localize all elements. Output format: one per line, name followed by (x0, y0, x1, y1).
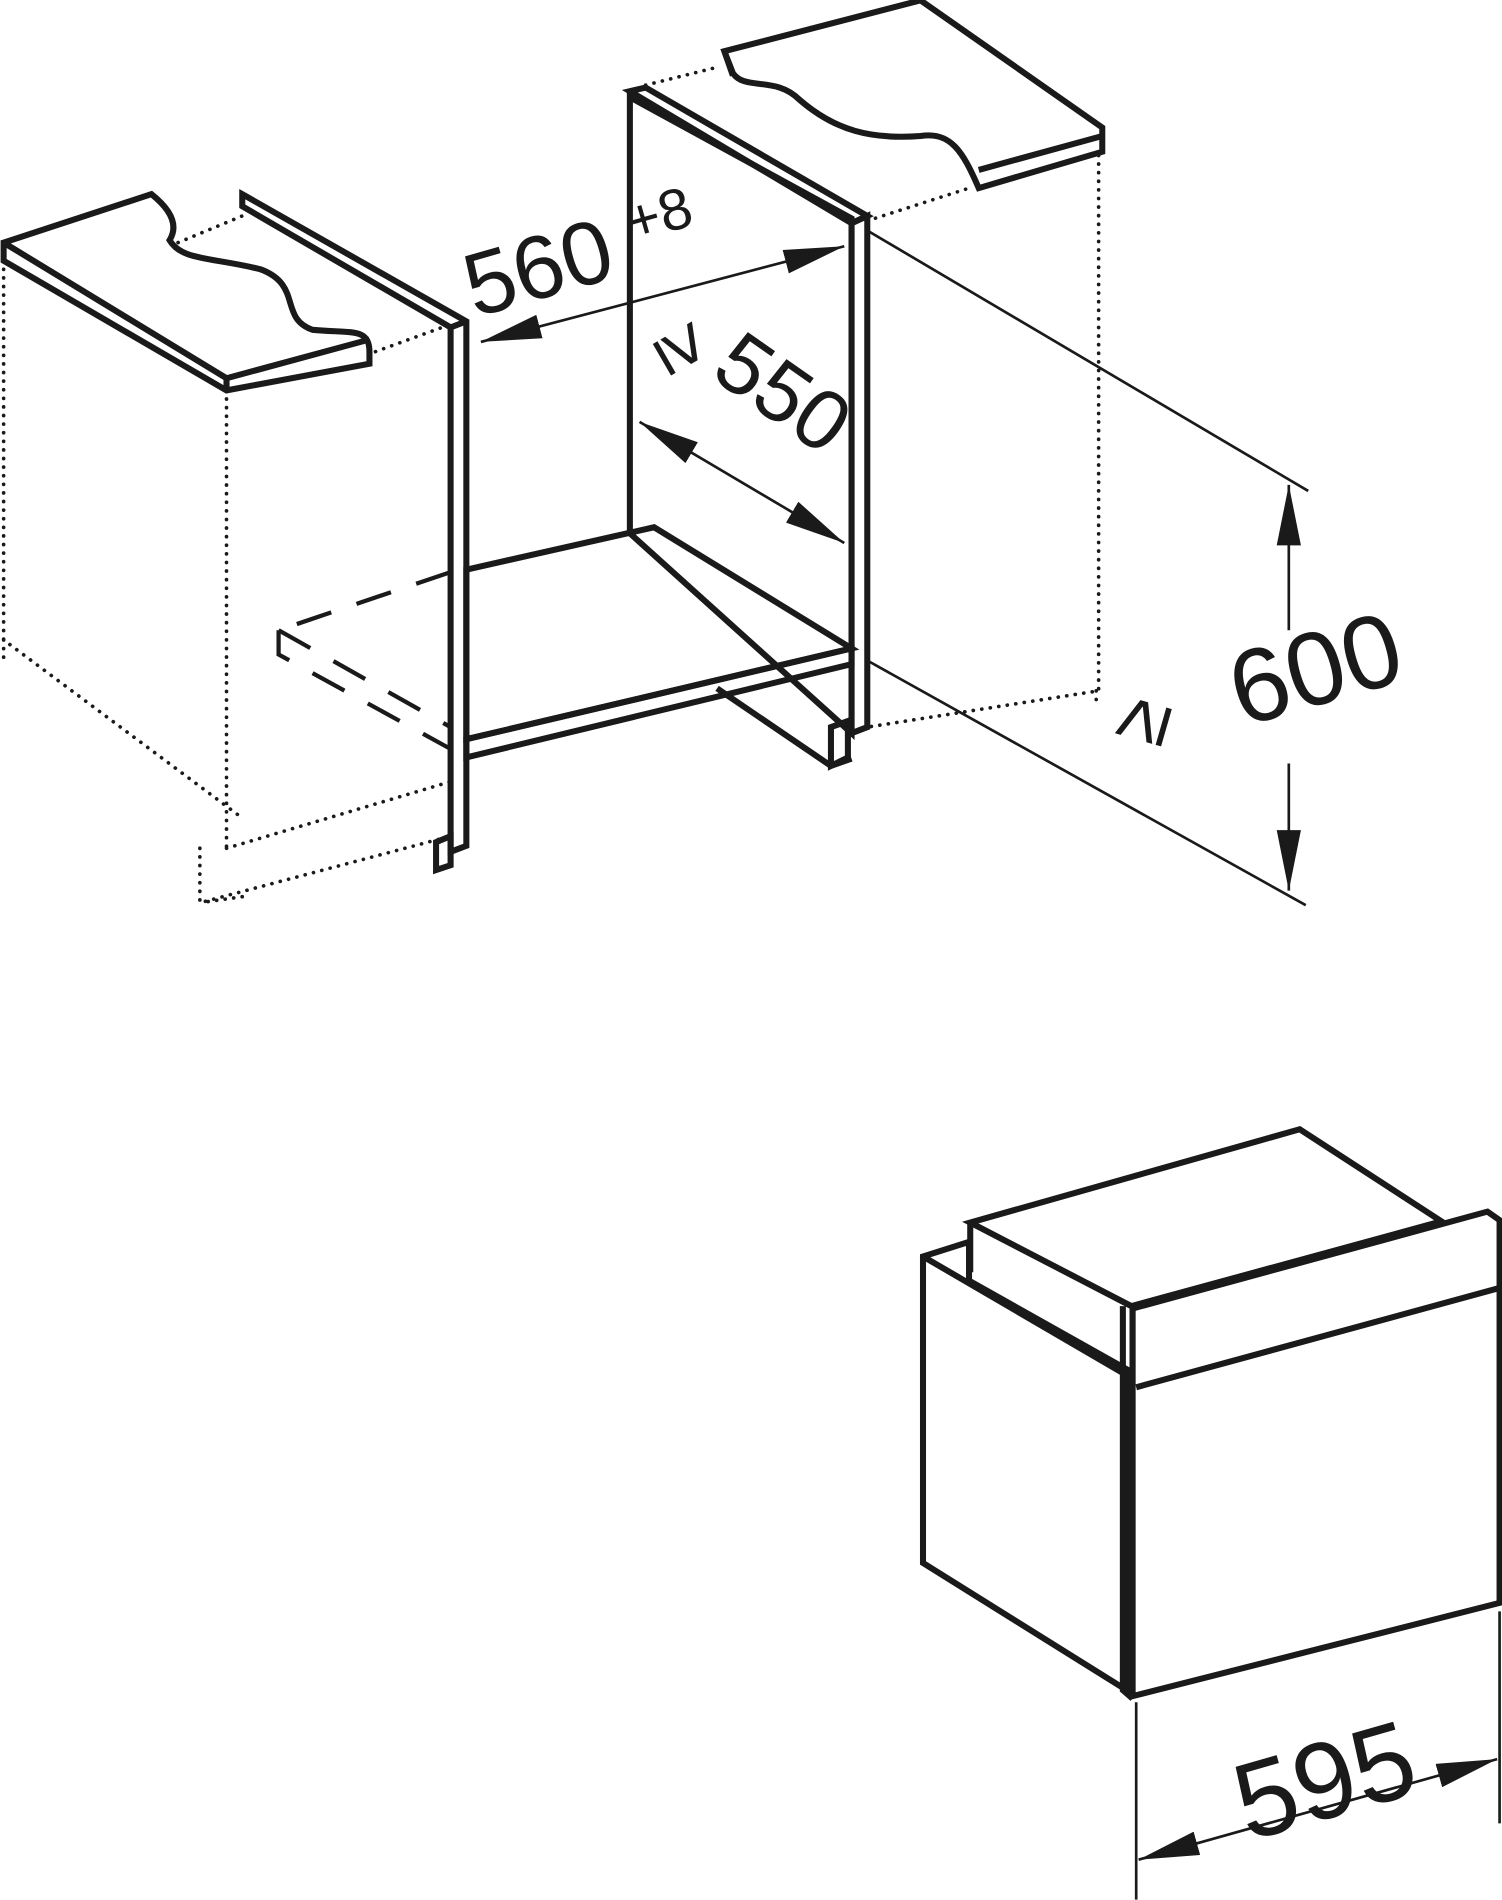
appliance-width-label: 595 (1221, 1697, 1429, 1864)
niche-width-dimension: 560 +8 (452, 174, 845, 344)
appliance-width-dimension: 595 (1134, 1611, 1501, 1900)
right-worktop (720, 0, 1106, 729)
left-worktop (0, 190, 444, 394)
niche-height-dimension: 600 ≥ (866, 229, 1415, 907)
niche-shelf (276, 524, 860, 771)
oven-appliance (919, 1125, 1502, 1701)
niche-height-label: 600 (1216, 590, 1415, 749)
niche-depth-dimension: 550 ≥ (638, 308, 869, 545)
niche-height-prefix: ≥ (1091, 687, 1189, 754)
left-side-panel (239, 188, 470, 875)
niche-width-label: 560 (452, 199, 623, 336)
rear-side-panel (621, 84, 874, 740)
left-cabinet (0, 190, 453, 906)
